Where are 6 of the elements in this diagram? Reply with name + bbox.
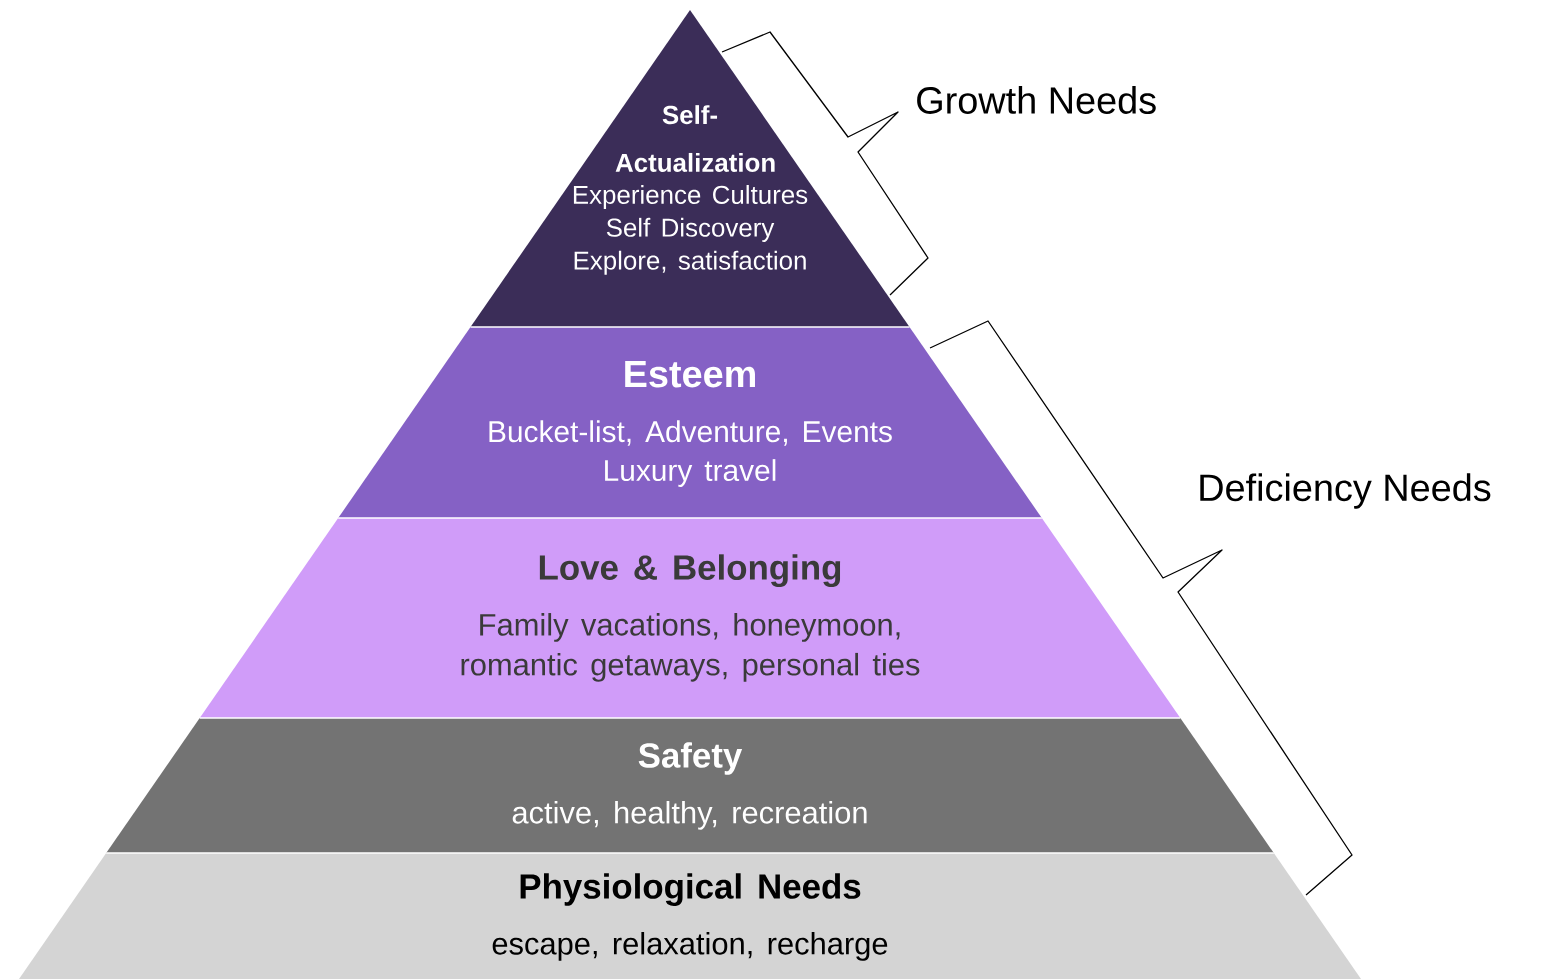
pyramid-layer: Esteem Bucket-list, Adventure, Events Luxury travel	[338, 327, 1042, 518]
pyramid-layer: Physiological Needs escape, relaxation, recharge	[19, 853, 1361, 979]
brace-label: Deficiency Needs	[1200, 473, 1491, 509]
pyramid-layer: Self-Actualization Experience Cultures Self Discovery Explore, satisfaction	[470, 10, 910, 327]
pyramid-layer: Safety active, healthy, recreation	[106, 718, 1274, 853]
pyramid-layer: Love & Belonging Family vacations, honeymoon, romantic getaways, personal ties	[199, 518, 1181, 718]
